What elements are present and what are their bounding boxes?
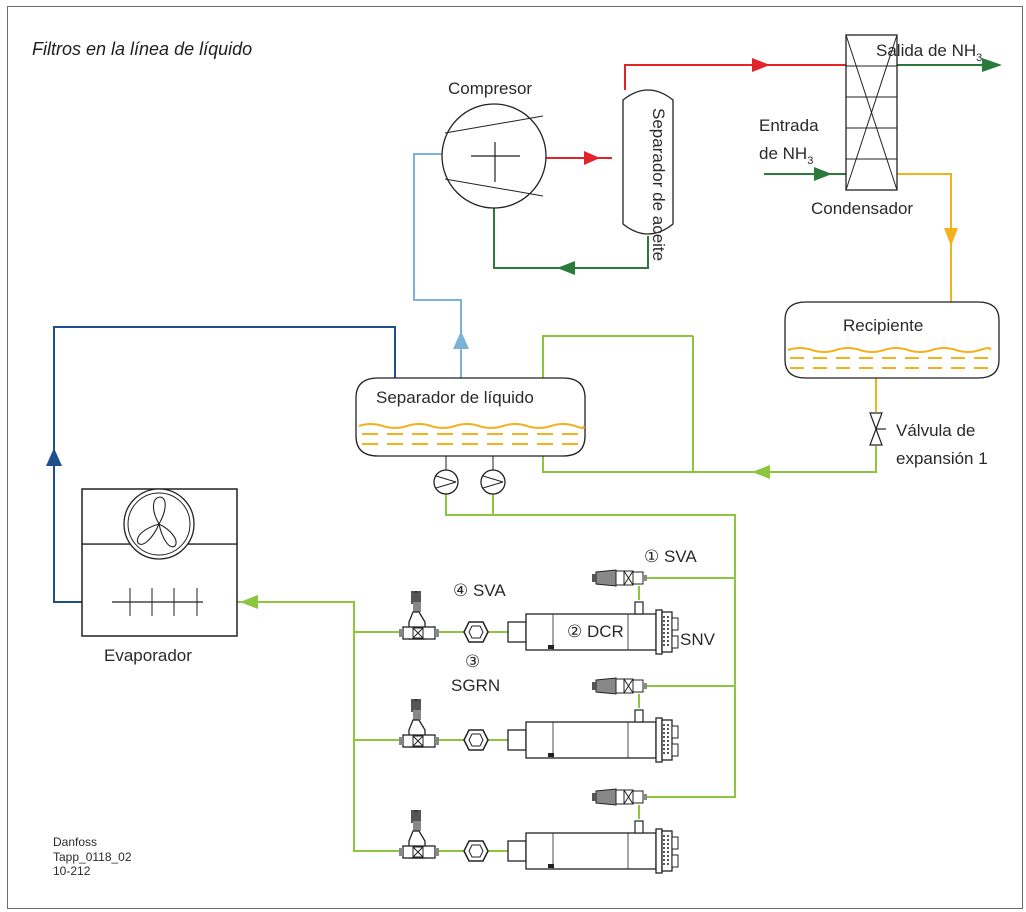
condenser bbox=[845, 34, 898, 191]
snv-label: SNV bbox=[680, 630, 716, 649]
sva-valve bbox=[398, 809, 440, 859]
sgrn-valve bbox=[463, 729, 489, 751]
footer-date-code: 10-212 bbox=[53, 864, 91, 878]
nh3-outlet-label: Salida de NH3 bbox=[876, 41, 982, 64]
oil-separator bbox=[622, 89, 674, 235]
condensate-line bbox=[897, 173, 952, 302]
flow-arrow bbox=[752, 465, 770, 479]
nh3-inlet-label-line2: de NH3 bbox=[759, 144, 813, 167]
evaporator-feed-line bbox=[203, 601, 405, 852]
condenser-label: Condensador bbox=[811, 199, 913, 218]
pump-2 bbox=[480, 456, 506, 495]
sgrn-number-label: ③ bbox=[465, 652, 480, 671]
dcr-label: ② DCR bbox=[567, 622, 624, 641]
sgrn-valve bbox=[463, 621, 489, 643]
pump-1 bbox=[433, 456, 459, 495]
evaporator bbox=[81, 488, 238, 637]
sva-4-label: ④ SVA bbox=[453, 581, 506, 600]
compressor-label: Compresor bbox=[448, 79, 532, 98]
sva-1-label: ① SVA bbox=[644, 547, 697, 566]
liquid-separator bbox=[355, 377, 586, 457]
footer-drawing-id: Tapp_0118_02 bbox=[53, 850, 132, 864]
dcr-filter bbox=[507, 709, 679, 763]
filter-station-3 bbox=[398, 788, 679, 874]
expansion-line bbox=[542, 335, 877, 473]
flow-arrow bbox=[752, 58, 770, 72]
flow-arrow bbox=[453, 331, 469, 349]
filter-station-1 bbox=[398, 569, 679, 655]
flow-arrow bbox=[46, 448, 62, 466]
discharge-line-condenser bbox=[624, 64, 846, 90]
sva-valve bbox=[398, 698, 440, 748]
sva-valve bbox=[591, 788, 648, 806]
footer-company: Danfoss bbox=[53, 835, 97, 849]
expansion-valve bbox=[869, 412, 886, 446]
sva-valve bbox=[591, 677, 648, 695]
diagram-frame bbox=[7, 6, 1023, 909]
receiver-label: Recipiente bbox=[843, 316, 923, 335]
sva-valve-4 bbox=[398, 590, 440, 640]
pump-discharge-line bbox=[445, 494, 494, 516]
evaporator-return-line bbox=[53, 326, 396, 603]
flow-arrow bbox=[584, 151, 600, 165]
compressor bbox=[441, 103, 547, 209]
dcr-filter bbox=[507, 820, 679, 874]
expansion-valve-label-line1: Válvula de bbox=[896, 421, 975, 440]
flow-arrow bbox=[814, 167, 832, 181]
sva-valve-1 bbox=[591, 569, 648, 587]
filter-station-2 bbox=[398, 677, 679, 763]
receiver bbox=[784, 301, 1000, 379]
flow-arrow bbox=[944, 228, 958, 246]
expansion-valve-label-line2: expansión 1 bbox=[896, 449, 988, 468]
flow-arrow bbox=[240, 595, 258, 609]
evaporator-label: Evaporador bbox=[104, 646, 192, 665]
oil-separator-label: Separador de aceite bbox=[649, 108, 668, 261]
liquid-separator-label: Separador de líquido bbox=[376, 388, 534, 407]
nh3-inlet-label-line1: Entrada bbox=[759, 116, 819, 135]
sgrn-valve bbox=[463, 840, 489, 862]
sgrn-label: SGRN bbox=[451, 676, 500, 695]
liquid-supply-line bbox=[493, 514, 736, 798]
flow-arrow bbox=[557, 261, 575, 275]
flow-arrow bbox=[982, 58, 1002, 72]
suction-line bbox=[413, 153, 462, 380]
diagram-title: Filtros en la línea de líquido bbox=[32, 39, 252, 59]
